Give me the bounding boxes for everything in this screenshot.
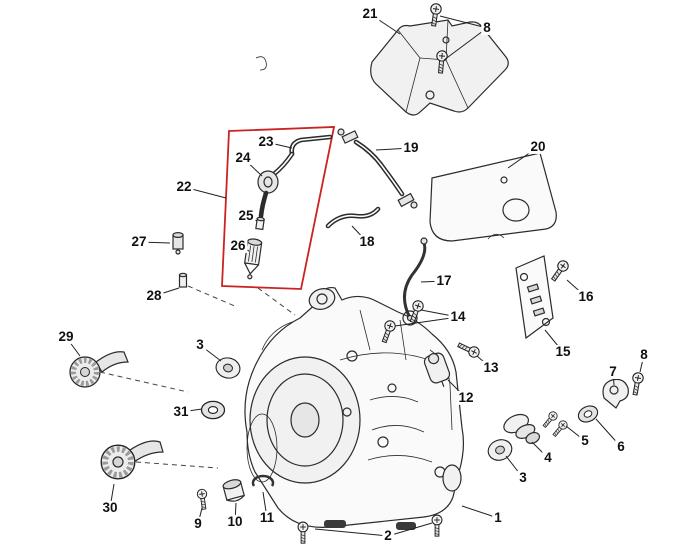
bracket-15 xyxy=(515,255,554,340)
crankcase-housing xyxy=(244,286,465,530)
leader-line-3 xyxy=(505,455,524,479)
leader-line-25 xyxy=(245,215,258,222)
dashed-guides xyxy=(99,285,296,469)
small-clip xyxy=(255,56,267,71)
leader-line-6 xyxy=(595,418,622,448)
leader-line-23 xyxy=(265,141,293,149)
leader-line-24 xyxy=(242,157,263,177)
fuel-filter-26 xyxy=(243,238,263,280)
leader-line-18 xyxy=(351,225,368,243)
rubber-foot xyxy=(324,520,346,528)
gasket-plate xyxy=(429,152,557,242)
top-mount-lug xyxy=(308,288,336,310)
top-cover-part xyxy=(370,2,509,116)
leader-line-28 xyxy=(153,287,180,297)
leader-line-30 xyxy=(109,483,115,509)
nipple-25 xyxy=(255,216,265,231)
switch-12 xyxy=(423,352,451,387)
leader-line-10 xyxy=(234,502,237,523)
leader-line-9 xyxy=(197,507,203,525)
screw-16-icon xyxy=(548,258,571,284)
leader-line-8 xyxy=(439,15,488,29)
fuel-filter-assembly xyxy=(221,126,336,290)
leader-line-31 xyxy=(180,408,203,413)
screw-5-icon xyxy=(550,418,570,439)
leader-line-19 xyxy=(375,147,412,151)
rubber-foot xyxy=(396,522,416,530)
leader-line-14 xyxy=(420,309,459,318)
leader-line-4 xyxy=(531,441,549,459)
screw-2-icon xyxy=(431,514,443,537)
leader-line-27 xyxy=(138,241,171,244)
leader-line-5 xyxy=(565,425,586,442)
leader-line-14 xyxy=(394,316,459,327)
leader-line-2 xyxy=(387,522,433,537)
leader-line-13 xyxy=(476,355,492,369)
left-caps xyxy=(70,351,243,479)
fuel-hose-short xyxy=(325,206,381,229)
leader-line-22 xyxy=(183,186,227,199)
leader-line-8 xyxy=(639,354,645,373)
screw-2-icon xyxy=(297,521,309,544)
leader-line-1 xyxy=(461,505,499,519)
grommet-6-icon xyxy=(575,402,601,426)
clamp-7 xyxy=(602,378,629,409)
right-small-parts xyxy=(484,371,645,465)
leader-line-3 xyxy=(199,344,222,362)
ring-11 xyxy=(251,474,275,487)
cap-29-icon xyxy=(70,357,100,387)
buffer-4 xyxy=(503,413,541,444)
screw-5-icon xyxy=(540,409,560,430)
leader-line-15 xyxy=(544,329,564,353)
leader-line-11 xyxy=(262,491,268,519)
part-27 xyxy=(172,232,184,255)
leader-line-2 xyxy=(314,528,389,537)
leader-line-16 xyxy=(566,279,587,298)
cap-30-icon xyxy=(101,445,135,479)
leader-line-21 xyxy=(369,13,401,35)
leader-line-8 xyxy=(443,27,488,61)
fuel-line-upper xyxy=(337,128,418,209)
screw-8-icon xyxy=(629,371,645,397)
left-small-cylinders xyxy=(172,232,188,288)
leader-line-29 xyxy=(65,336,81,357)
grommet-31-icon xyxy=(200,400,226,420)
leader-line-17 xyxy=(420,280,445,283)
grommet-24 xyxy=(257,170,279,194)
highlight-red-box xyxy=(221,126,336,290)
washer-3-icon xyxy=(484,435,516,465)
part-28 xyxy=(178,272,188,288)
screw-9-icon xyxy=(196,488,210,511)
bottom-small-parts xyxy=(196,474,443,544)
cap-10 xyxy=(222,479,245,502)
